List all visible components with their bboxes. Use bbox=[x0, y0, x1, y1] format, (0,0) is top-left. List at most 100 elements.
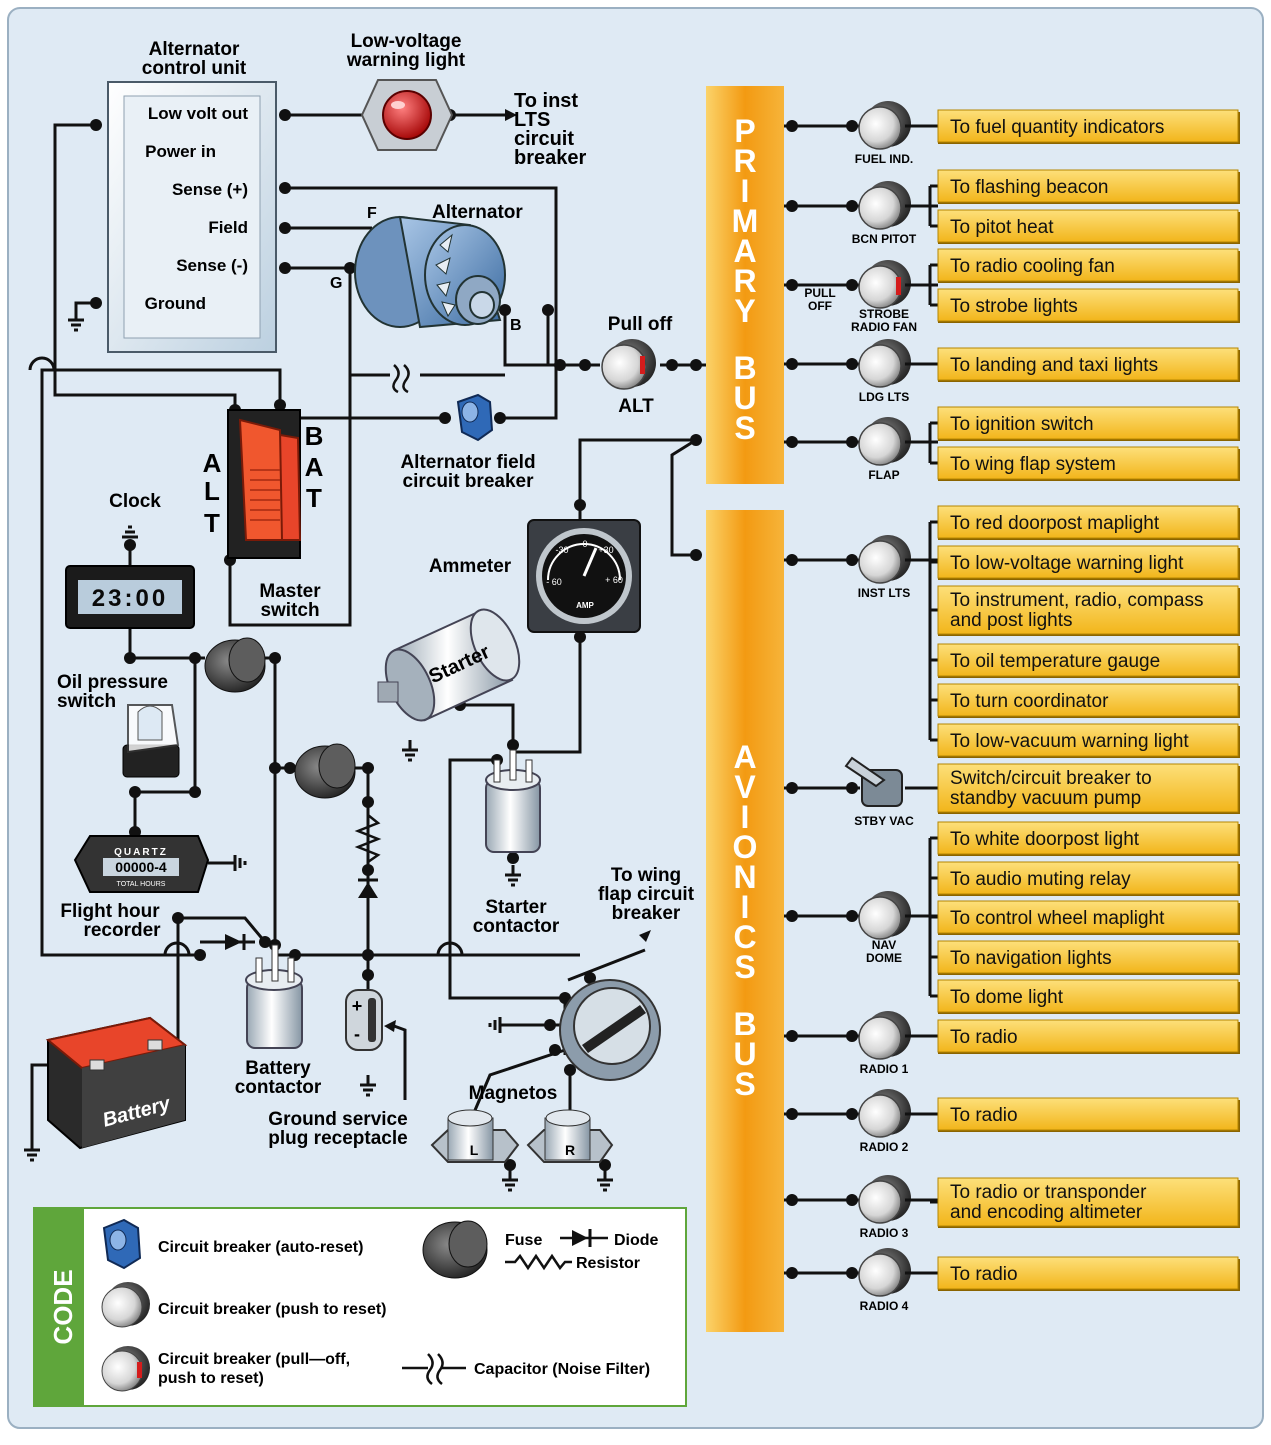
alternator-terminal-g: G bbox=[330, 275, 342, 292]
destination-box: To dome light bbox=[937, 979, 1240, 1014]
fhr-label: recorder bbox=[83, 920, 161, 941]
plug-plus: + bbox=[352, 996, 363, 1016]
breaker-knob-icon[interactable] bbox=[858, 1180, 902, 1224]
pull-off-label: Pull off bbox=[608, 314, 673, 335]
destination-text: To red doorpost maplight bbox=[950, 513, 1160, 534]
magnetos-label: Magnetos bbox=[469, 1083, 558, 1104]
alt-pull-off-breaker[interactable]: Pull off ALT bbox=[601, 314, 673, 417]
destination-text: and post lights bbox=[950, 610, 1073, 631]
breaker-knob-icon[interactable] bbox=[858, 106, 902, 150]
ignition-switch[interactable] bbox=[559, 979, 661, 1081]
destination-box: To flashing beacon bbox=[937, 169, 1240, 204]
breaker-radio2[interactable]: RADIO 2 To radio bbox=[784, 1089, 1240, 1154]
destination-box: To low-vacuum warning light bbox=[937, 723, 1240, 758]
breaker-label: FLAP bbox=[868, 468, 899, 482]
pull-off-small-label: PULL bbox=[804, 286, 835, 300]
code-title: CODE bbox=[48, 1269, 78, 1344]
svg-text:To wing: To wing bbox=[611, 865, 681, 886]
switch-bat-letter: A bbox=[305, 452, 324, 482]
breaker-knob-icon[interactable] bbox=[858, 186, 902, 230]
legend-cb-auto: Circuit breaker (auto-reset) bbox=[158, 1239, 363, 1256]
magnetos: Magnetos L R bbox=[430, 1083, 614, 1163]
breaker-knob-icon[interactable] bbox=[858, 344, 902, 388]
ground-service-plug-receptacle: + - Ground service plug receptacle bbox=[268, 989, 408, 1149]
destination-box: To white doorpost light bbox=[937, 821, 1240, 856]
acu-terminal-sense-pos: Sense (+) bbox=[172, 180, 248, 199]
alternator-field-circuit-breaker[interactable]: Alternator field circuit breaker bbox=[400, 393, 536, 492]
destination-text: To radio bbox=[950, 1105, 1018, 1126]
acu-title: Alternator bbox=[149, 39, 240, 60]
bus-letter: U bbox=[733, 1036, 756, 1072]
destination-text: standby vacuum pump bbox=[950, 788, 1141, 809]
breaker-radio1[interactable]: RADIO 1 To radio bbox=[784, 1011, 1240, 1076]
legend-resistor-icon bbox=[505, 1253, 572, 1271]
bus-letter: B bbox=[733, 1006, 756, 1042]
ammeter-tick-n30: -30 bbox=[555, 545, 568, 555]
breaker-label: RADIO FAN bbox=[851, 320, 917, 334]
alternator-control-unit: Alternator control unit Low volt out Pow… bbox=[107, 39, 277, 353]
breaker-knob-icon[interactable] bbox=[858, 540, 902, 584]
ammeter-tick-0: 0 bbox=[582, 539, 587, 549]
breaker-knob-icon[interactable] bbox=[858, 265, 902, 309]
clock-display: 23:00 bbox=[92, 585, 168, 612]
legend-cb-pull: Circuit breaker (pull—off, bbox=[158, 1351, 350, 1368]
destination-box: To radio bbox=[937, 1097, 1240, 1132]
destination-box: To radio bbox=[937, 1019, 1240, 1054]
breaker-radio4[interactable]: RADIO 4To radio bbox=[784, 1248, 1240, 1313]
destination-text: To radio or transponder bbox=[950, 1182, 1147, 1203]
gspr-label: plug receptacle bbox=[268, 1128, 407, 1149]
breaker-label: NAV bbox=[872, 938, 896, 952]
breaker-knob-icon[interactable] bbox=[858, 896, 902, 940]
switch-alt-letter: A bbox=[203, 448, 222, 478]
destination-box: To ignition switch bbox=[937, 406, 1240, 441]
breaker-flap[interactable]: FLAP To ignition switch To wing flap syste… bbox=[784, 406, 1240, 482]
breaker-inst-lts[interactable]: INST LTS To red doorpost maplight To low-v… bbox=[784, 505, 1240, 758]
destination-text: To wing flap system bbox=[950, 454, 1116, 475]
destination-box: To pitot heat bbox=[937, 209, 1240, 244]
toggle-switch-icon[interactable] bbox=[844, 756, 886, 788]
destination-text: To landing and taxi lights bbox=[950, 355, 1158, 376]
to-wing-flap-cb-label: To wing flap circuit breaker bbox=[598, 865, 695, 924]
acu-terminal-ground: Ground bbox=[145, 294, 206, 313]
ammeter: Ammeter 0 -30 +30 - 60 + 60 AMP bbox=[429, 519, 641, 633]
breaker-knob-icon[interactable] bbox=[858, 1094, 902, 1138]
destination-text: To low-voltage warning light bbox=[950, 553, 1184, 574]
magneto-l-label: L bbox=[470, 1142, 479, 1158]
low-voltage-warning-light: Low-voltage warning light bbox=[346, 31, 466, 151]
clock: Clock 23:00 bbox=[65, 491, 195, 629]
bus-letter: O bbox=[733, 829, 758, 865]
destination-box: To audio muting relay bbox=[937, 861, 1240, 896]
breaker-knob-icon[interactable] bbox=[858, 1016, 902, 1060]
bus-letter: M bbox=[732, 203, 759, 239]
breaker-label: RADIO 2 bbox=[860, 1140, 909, 1154]
breaker-label: INST LTS bbox=[858, 586, 910, 600]
breaker-knob-icon[interactable] bbox=[858, 422, 902, 466]
destination-box: To low-voltage warning light bbox=[937, 545, 1240, 580]
breaker-label: LDG LTS bbox=[859, 390, 909, 404]
magneto-right: R bbox=[526, 1109, 614, 1163]
bus-letter: B bbox=[733, 350, 756, 386]
alt-label: ALT bbox=[618, 396, 654, 417]
bus-letter: S bbox=[734, 949, 755, 985]
battery-contactor-label: Battery bbox=[245, 1058, 311, 1079]
breaker-ldg-lts[interactable]: LDG LTS To landing and taxi lights bbox=[784, 339, 1240, 404]
destination-text: To oil temperature gauge bbox=[950, 651, 1160, 672]
breaker-knob-icon[interactable] bbox=[858, 1253, 902, 1297]
destination-text: To turn coordinator bbox=[950, 691, 1109, 712]
legend-resistor: Resistor bbox=[576, 1255, 640, 1272]
starter-contactor-label: Starter bbox=[485, 897, 547, 918]
breaker-label: RADIO 1 bbox=[860, 1062, 909, 1076]
afcb-label: Alternator field bbox=[400, 452, 535, 473]
capacitor-noise-filter-icon bbox=[392, 364, 410, 394]
master-switch[interactable]: A L T B A T Master switch bbox=[203, 409, 324, 621]
acu-terminal-low-volt: Low volt out bbox=[148, 104, 248, 123]
legend-cb-pull: push to reset) bbox=[158, 1370, 264, 1387]
breaker-fuel-ind[interactable]: FUEL IND.To fuel quantity indicators bbox=[784, 101, 1240, 166]
destination-text: To radio bbox=[950, 1264, 1018, 1285]
